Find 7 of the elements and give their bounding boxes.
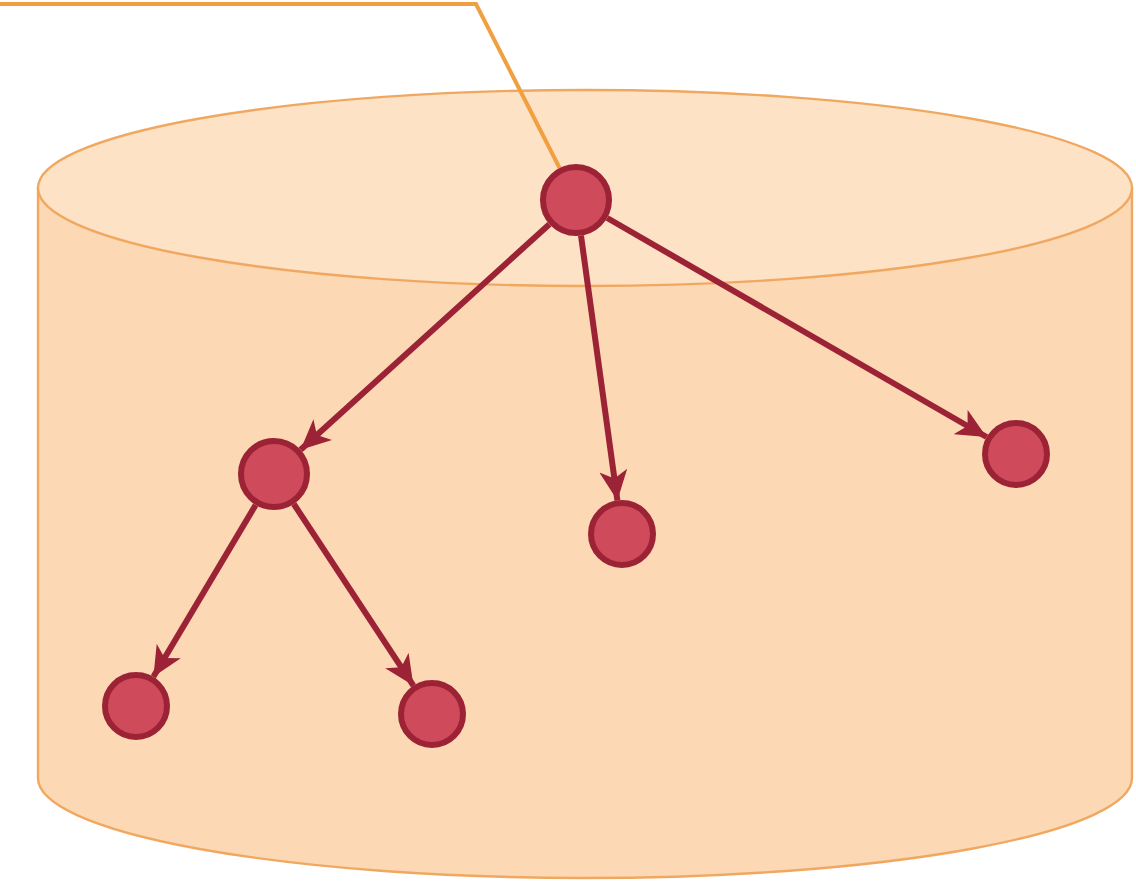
arrow: [298, 221, 552, 453]
arrow: [150, 503, 259, 679]
database-cylinder: [36, 88, 1134, 878]
connector-line: [0, 2, 562, 169]
arrow: [605, 215, 989, 440]
arrow: [291, 502, 416, 688]
arrow: [578, 235, 628, 501]
